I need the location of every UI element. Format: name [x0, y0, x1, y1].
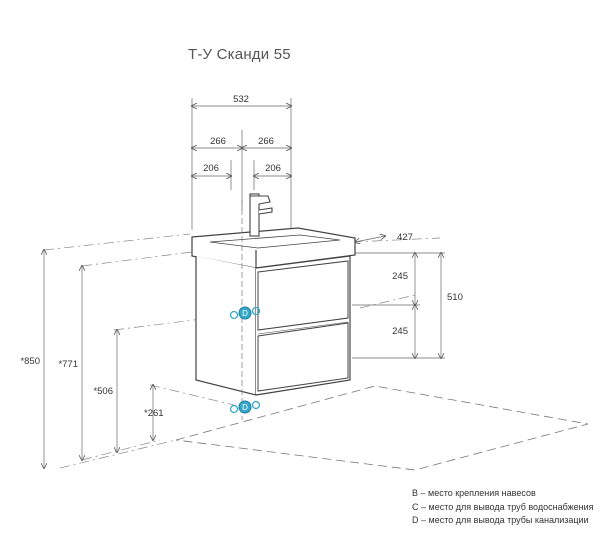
legend-item-c: С – место для вывода труб водоснабжения [412, 501, 594, 512]
title: Т-У Сканди 55 [188, 46, 291, 63]
dim-510: 510 [447, 292, 463, 303]
legend-item-d: D – место для вывода трубы канализации [412, 515, 589, 525]
dim-427: 427 [397, 232, 413, 243]
marker-label-upper: D [242, 309, 248, 318]
dimension-labels: 532 266 266 206 206 427 245 245 510 *850… [20, 94, 462, 419]
drain-marker-upper: D [229, 306, 261, 320]
dim-245-upper: 245 [392, 271, 408, 282]
dim-266-right: 266 [258, 136, 274, 147]
dim-261: *261 [144, 408, 164, 419]
dim-506: *506 [93, 386, 113, 397]
connection-markers: D D [229, 306, 261, 414]
faucet-icon [249, 193, 273, 237]
drain-marker-lower: D [229, 400, 261, 414]
dim-245-lower: 245 [392, 326, 408, 337]
dim-771: *771 [58, 359, 78, 370]
legend-item-b: В – место крепления навесов [412, 488, 536, 498]
legend: В – место крепления навесов С – место дл… [412, 487, 594, 528]
top-dimensions [192, 98, 291, 230]
dim-206-left: 206 [203, 163, 219, 174]
dim-266-left: 266 [210, 136, 226, 147]
dim-206-right: 206 [265, 163, 281, 174]
left-dimensions [44, 250, 153, 468]
dim-850: *850 [20, 356, 40, 367]
vanity-cabinet [191, 227, 356, 396]
floor-outline [175, 385, 589, 471]
right-dimensions [352, 236, 445, 358]
dim-532: 532 [233, 94, 249, 105]
marker-label-lower: D [242, 403, 248, 412]
